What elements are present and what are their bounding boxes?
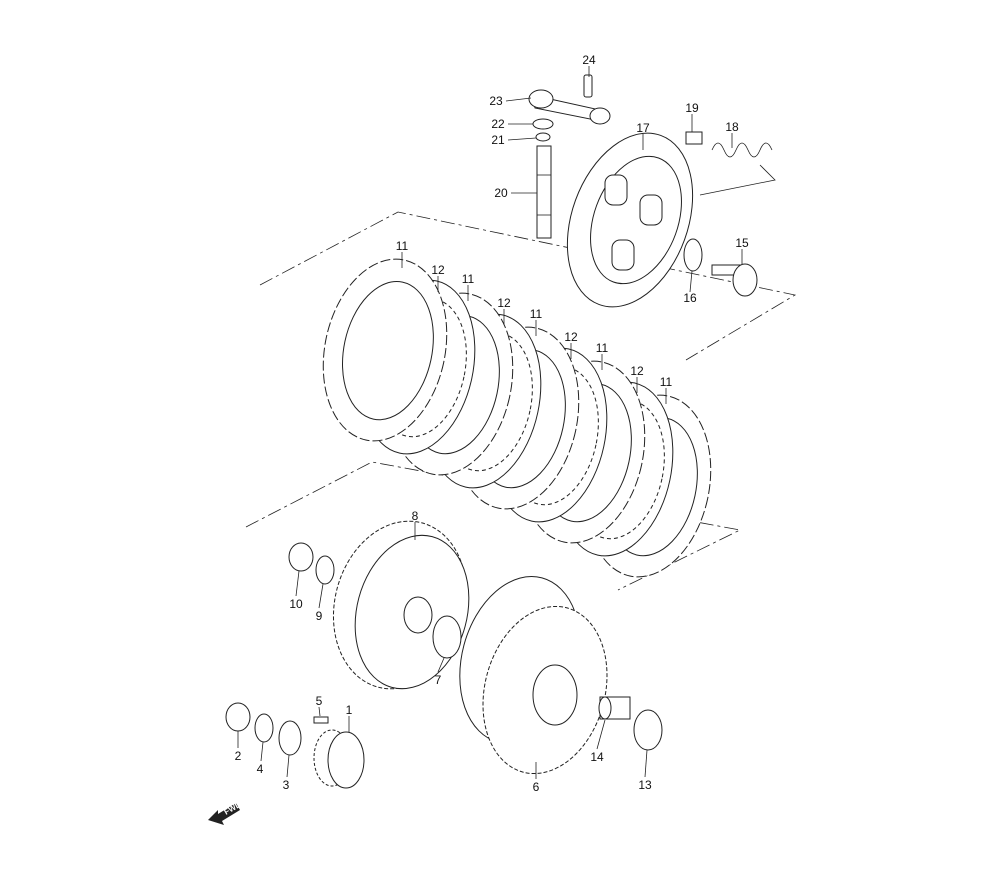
label-12: 12 [630,364,644,378]
bolt-part-19 [685,131,703,145]
washer-part-13 [633,709,663,751]
clutch-housing [459,576,608,775]
label-23: 23 [489,94,503,108]
label-1: 1 [346,703,353,717]
friction-plate [322,258,448,442]
spring-part-18 [699,142,776,196]
label-13: 13 [638,778,652,792]
sleeve-part-14 [598,696,631,720]
label-20: 20 [494,186,508,200]
seal-part-22 [532,118,554,130]
label-11: 11 [462,272,475,286]
washer-part-7 [432,615,462,659]
nut-part-2 [225,702,251,732]
label-8: 8 [412,509,419,523]
label-6: 6 [533,780,540,794]
label-7: 7 [435,673,442,687]
washer-part-4 [254,713,274,743]
label-11: 11 [596,341,609,355]
label-24: 24 [582,53,596,67]
label-11: 11 [660,375,673,389]
label-12: 12 [431,263,445,277]
clutch-plates [322,258,712,578]
label-16: 16 [683,291,697,305]
key-part-5 [313,716,329,724]
plate-inner-edge [342,281,434,421]
pressure-plate [566,132,694,308]
label-12: 12 [497,296,511,310]
washer-part-21 [535,132,551,142]
bearing-part-16 [683,238,703,272]
pushrod-part-15 [711,263,758,297]
forward-arrow-icon: FWD [208,800,243,825]
gear-part-1 [313,729,365,789]
label-22: 22 [491,117,505,131]
label-11: 11 [530,307,543,321]
part-labels: 24 23 22 21 20 19 18 17 15 16 11 12 11 1… [235,53,749,794]
label-9: 9 [316,609,323,623]
label-10: 10 [289,597,303,611]
washer-part-3 [278,720,302,756]
release-lever [528,74,611,125]
label-18: 18 [725,120,739,134]
release-shaft [536,145,552,239]
label-19: 19 [685,101,699,115]
label-2: 2 [235,749,242,763]
label-21: 21 [491,133,505,147]
label-12: 12 [564,330,578,344]
washer-part-9 [315,555,335,585]
label-4: 4 [257,762,264,776]
label-5: 5 [316,694,323,708]
label-11: 11 [396,239,409,253]
nut-part-10 [288,542,314,572]
label-15: 15 [735,236,749,250]
label-17: 17 [636,121,650,135]
label-3: 3 [283,778,290,792]
label-14: 14 [590,750,604,764]
leader-lines [237,66,743,779]
